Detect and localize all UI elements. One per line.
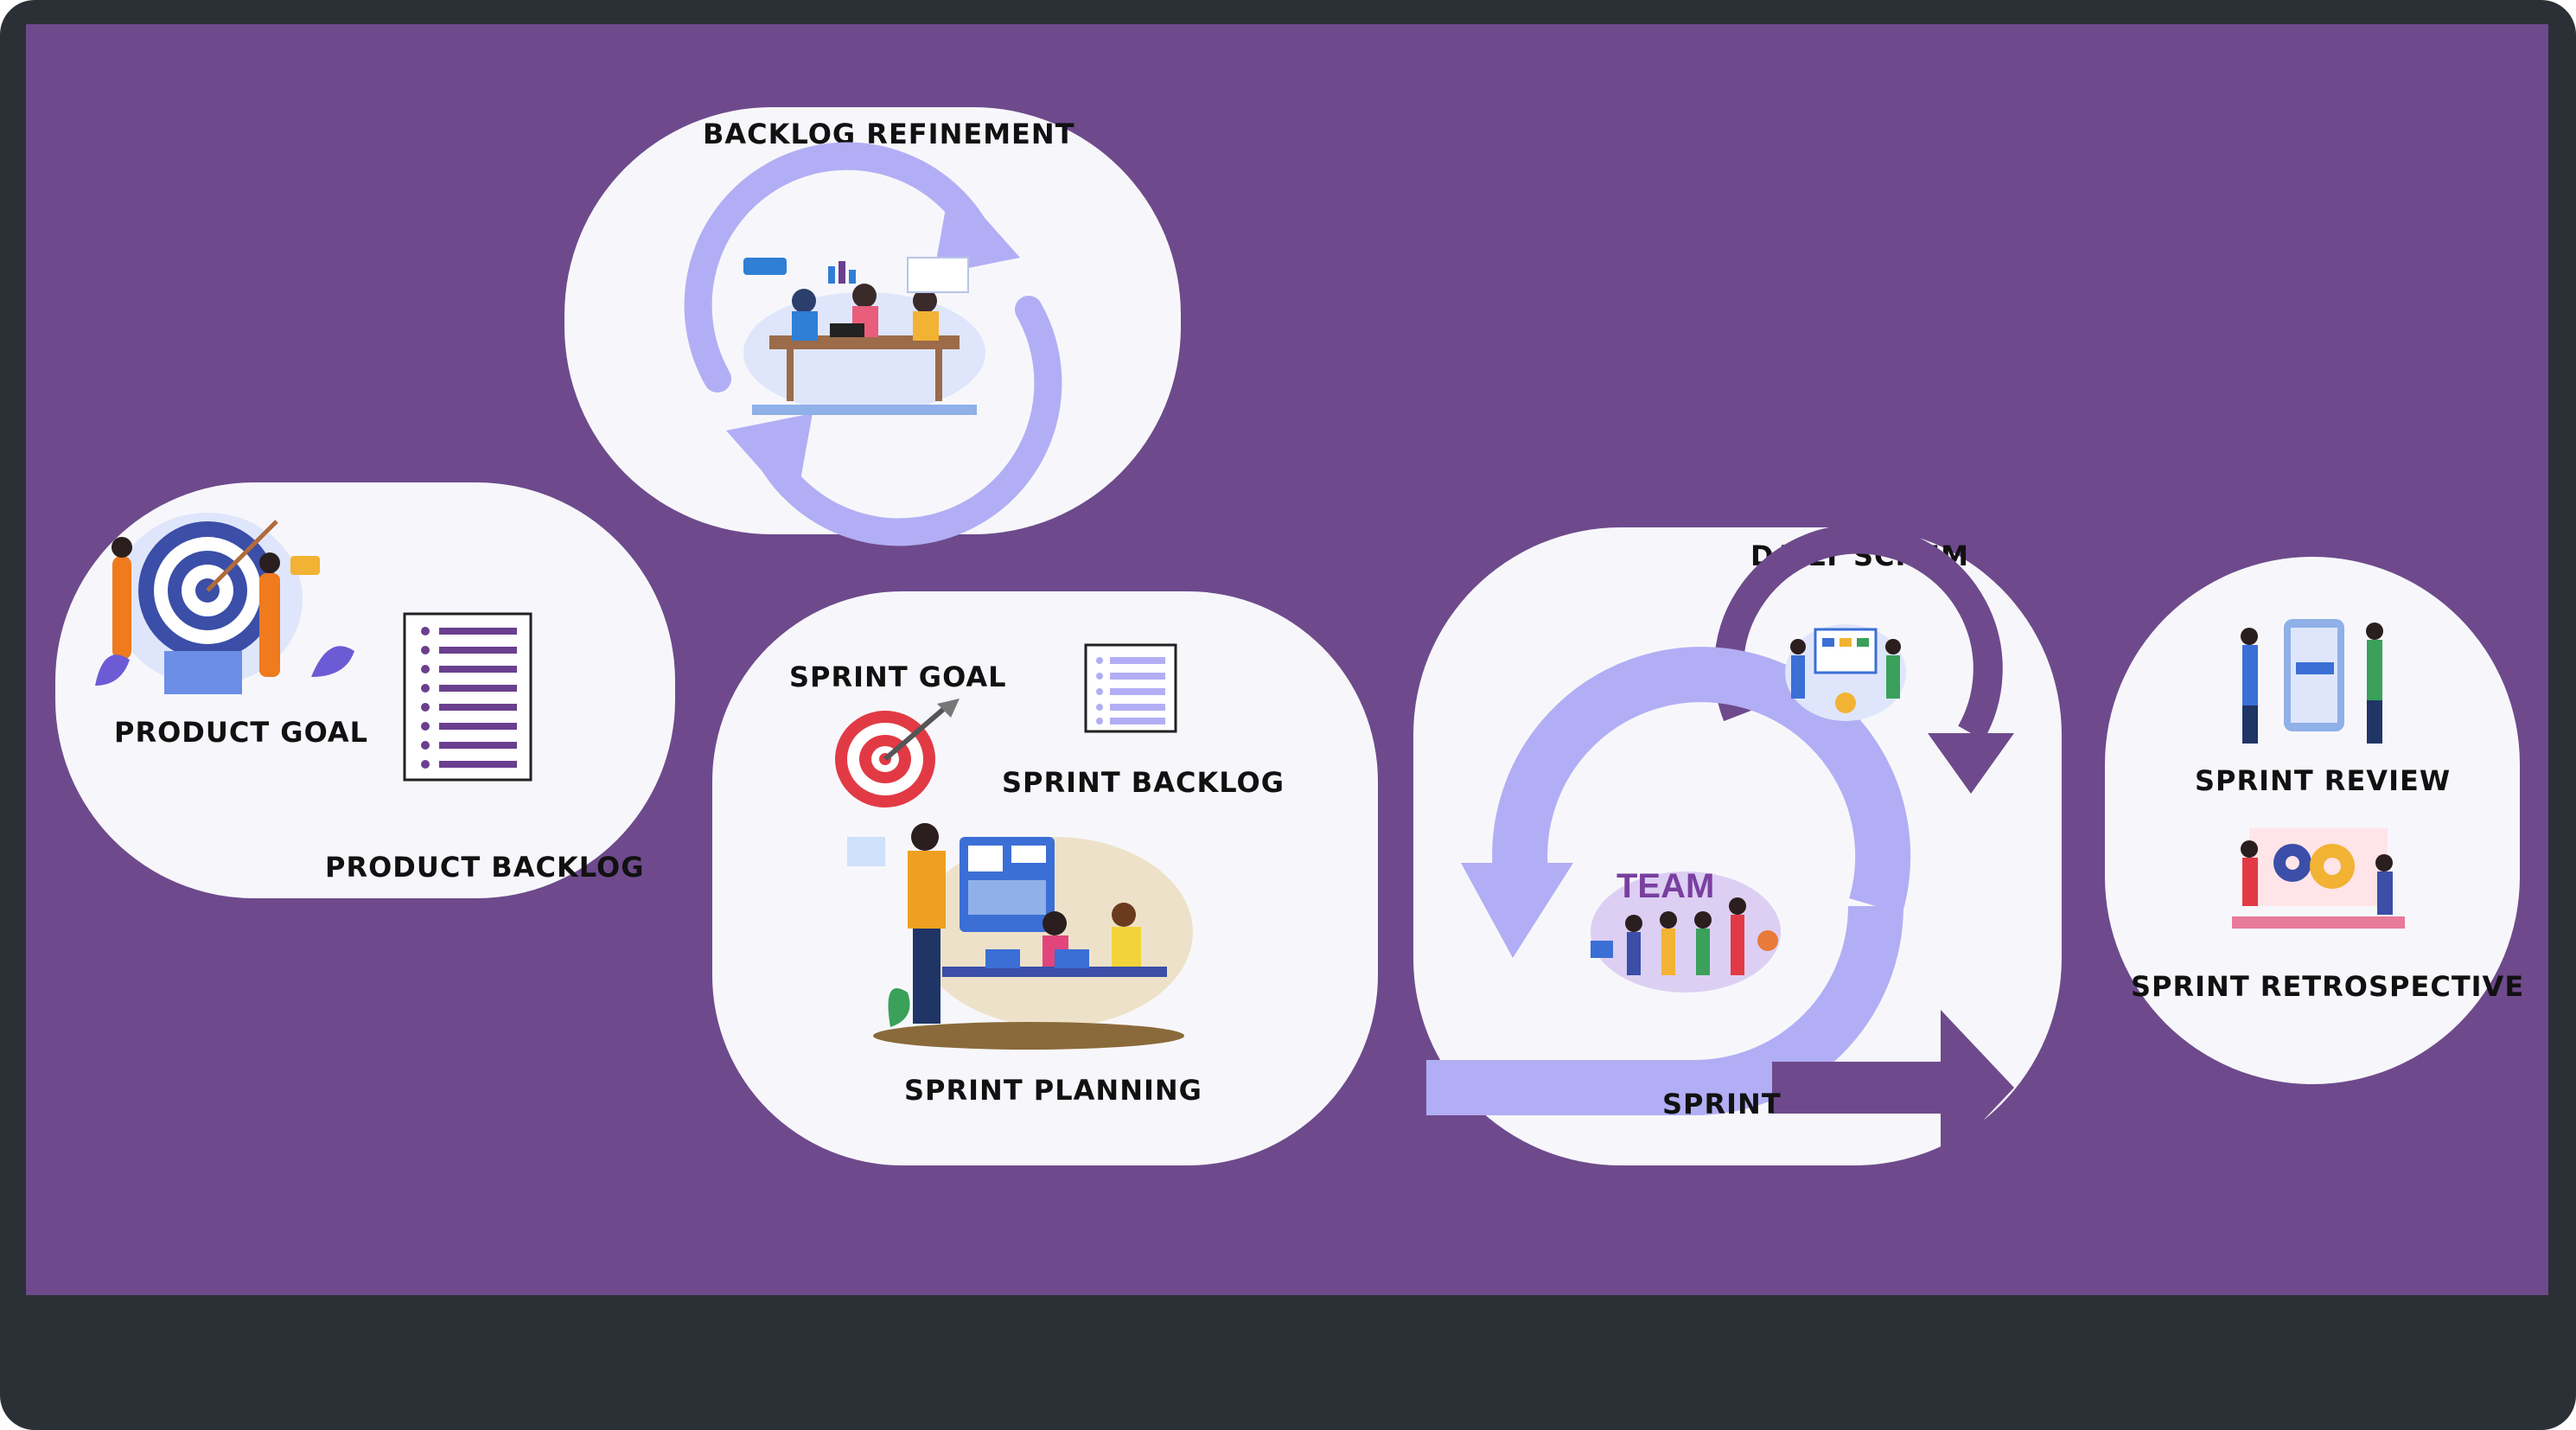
sprint-backlog-document-icon <box>1084 643 1177 733</box>
product-goal-illustration <box>95 513 354 694</box>
scrum-loop-icon <box>1426 524 2014 1165</box>
daily-scrum-illustration <box>1785 624 1906 721</box>
team-meeting-illustration <box>743 257 985 415</box>
sprint-label: SPRINT <box>1662 1088 1782 1120</box>
sprint-planning-illustration <box>847 823 1193 1050</box>
product-backlog-document-icon <box>403 612 532 782</box>
refresh-cycle-icon <box>684 142 1062 546</box>
sprint-backlog-label: SPRINT BACKLOG <box>1002 766 1285 799</box>
team-illustration: TEAM <box>1591 867 1781 993</box>
product-backlog-label: PRODUCT BACKLOG <box>325 851 645 884</box>
sprint-review-label: SPRINT REVIEW <box>2195 764 2452 797</box>
target-icon <box>835 699 960 808</box>
team-word: TEAM <box>1616 867 1714 905</box>
backlog-refinement-label: BACKLOG REFINEMENT <box>703 118 1075 150</box>
sprint-goal-label: SPRINT GOAL <box>789 661 1007 693</box>
product-goal-label: PRODUCT GOAL <box>114 716 369 749</box>
sprint-planning-label: SPRINT PLANNING <box>904 1074 1202 1107</box>
sprint-retrospective-label: SPRINT RETROSPECTIVE <box>2131 970 2525 1003</box>
diagram-canvas: BACKLOG REFINEMENT <box>26 24 2548 1295</box>
sprint-review-illustration <box>2241 619 2383 744</box>
sprint-retrospective-illustration <box>2232 828 2405 929</box>
